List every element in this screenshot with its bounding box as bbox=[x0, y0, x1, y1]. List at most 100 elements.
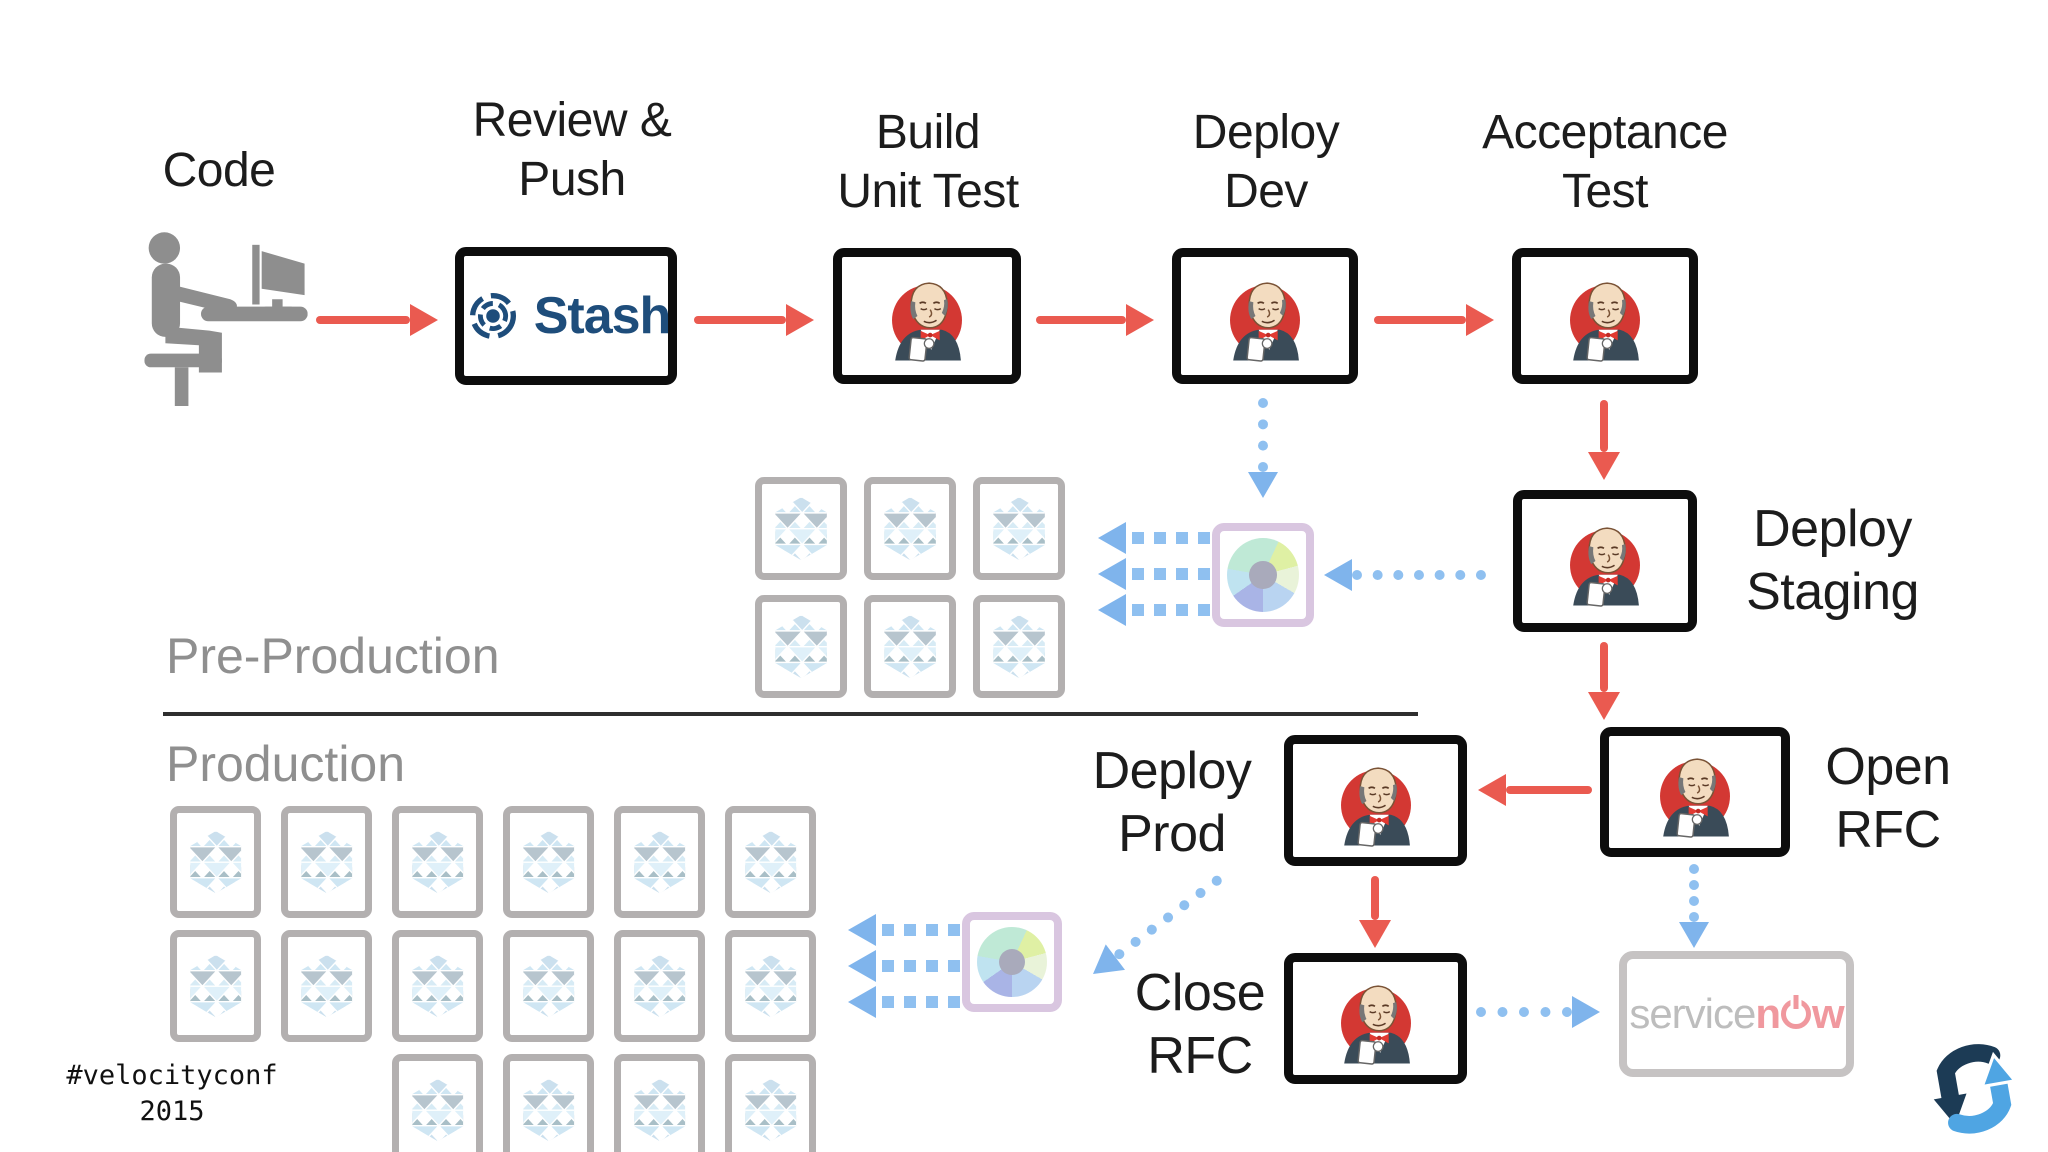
close-rfc-label: Close RFC bbox=[1060, 962, 1340, 1089]
arrow-preprod-disc-to-servers-2 bbox=[1098, 558, 1210, 590]
deploy-staging-line2: Staging bbox=[1746, 563, 1919, 622]
arrow-deploydev-to-acceptance bbox=[1374, 304, 1494, 336]
prod-server-node bbox=[503, 1054, 594, 1152]
server-hexagon-icon bbox=[632, 1072, 687, 1148]
deploy-dev-node bbox=[1172, 248, 1358, 384]
deploy-staging-line1: Deploy bbox=[1753, 500, 1912, 558]
servicenow-n-text: n bbox=[1755, 990, 1781, 1037]
prod-server-node bbox=[614, 1054, 705, 1152]
deploy-prod-line2: Prod bbox=[1118, 805, 1226, 864]
acceptance-line2: Test bbox=[1561, 164, 1649, 218]
preprod-server-node bbox=[973, 477, 1065, 580]
preprod-server-node bbox=[755, 595, 847, 698]
arrow-closerfc-to-servicenow bbox=[1476, 996, 1600, 1028]
server-hexagon-icon bbox=[521, 948, 576, 1024]
jenkins-icon bbox=[1212, 263, 1318, 369]
acceptance-line1: Acceptance bbox=[1482, 106, 1728, 159]
preprod-server-node bbox=[973, 595, 1065, 698]
prod-server-node bbox=[392, 1054, 483, 1152]
hashtag-line: #velocityconf bbox=[66, 1060, 278, 1091]
arrow-stash-to-build bbox=[694, 304, 814, 336]
prod-server-node bbox=[503, 930, 594, 1042]
code-label: Code bbox=[162, 144, 276, 197]
arrow-deploydev-to-preprod-disc bbox=[1246, 398, 1280, 498]
server-hexagon-icon bbox=[188, 824, 243, 900]
release-disc-icon bbox=[1227, 538, 1299, 612]
server-hexagon-icon bbox=[410, 948, 465, 1024]
deploy-dev-line2: Dev bbox=[1224, 164, 1308, 218]
open-rfc-label: Open RFC bbox=[1793, 736, 1983, 863]
server-hexagon-icon bbox=[882, 494, 938, 563]
prod-server-node bbox=[392, 806, 483, 918]
deploy-staging-node bbox=[1513, 490, 1697, 632]
prod-server-node bbox=[170, 806, 261, 918]
server-hexagon-icon bbox=[991, 494, 1047, 563]
prod-server-node bbox=[725, 806, 816, 918]
prod-server-node bbox=[170, 930, 261, 1042]
deploy-prod-line1: Deploy bbox=[1092, 742, 1252, 800]
release-disc-icon bbox=[977, 927, 1047, 997]
arrow-prod-disc-to-servers-3 bbox=[848, 986, 960, 1018]
arrow-preprod-disc-to-servers-3 bbox=[1098, 594, 1210, 626]
jenkins-icon bbox=[1552, 508, 1658, 614]
prod-server-node bbox=[725, 930, 816, 1042]
delivery-loop-logo bbox=[1922, 1030, 2026, 1146]
deploy-staging-label: Deploy Staging bbox=[1710, 498, 1955, 625]
prod-server-node bbox=[614, 806, 705, 918]
server-hexagon-icon bbox=[882, 612, 938, 681]
review-push-line1: Review & bbox=[472, 94, 672, 147]
close-rfc-line2: RFC bbox=[1147, 1027, 1253, 1086]
server-hexagon-icon bbox=[743, 824, 798, 900]
server-hexagon-icon bbox=[299, 948, 354, 1024]
server-hexagon-icon bbox=[410, 1072, 465, 1148]
year-line: 2015 bbox=[139, 1096, 205, 1128]
acceptance-test-node bbox=[1512, 248, 1698, 384]
preprod-server-node bbox=[864, 595, 956, 698]
arrow-openrfc-to-deployprod bbox=[1478, 774, 1592, 806]
arrow-build-to-deploydev bbox=[1036, 304, 1154, 336]
arrow-staging-to-preprod-disc bbox=[1324, 559, 1486, 591]
jenkins-icon bbox=[1323, 966, 1429, 1072]
stash-wordmark: Stash bbox=[533, 287, 672, 345]
preprod-server-node bbox=[864, 477, 956, 580]
arrow-preprod-disc-to-servers-1 bbox=[1098, 522, 1210, 554]
deploy-prod-label: Deploy Prod bbox=[1030, 740, 1314, 867]
jenkins-icon bbox=[1552, 263, 1658, 369]
prod-server-node bbox=[503, 806, 594, 918]
server-hexagon-icon bbox=[743, 948, 798, 1024]
stash-node: Stash bbox=[455, 247, 677, 385]
server-hexagon-icon bbox=[632, 948, 687, 1024]
developer-icon bbox=[140, 226, 308, 406]
build-line2: Unit Test bbox=[837, 164, 1019, 218]
open-rfc-line1: Open bbox=[1825, 738, 1951, 796]
server-hexagon-icon bbox=[991, 612, 1047, 681]
arrow-prod-disc-to-servers-2 bbox=[848, 950, 960, 982]
deploy-prod-node bbox=[1284, 735, 1467, 866]
arrow-acceptance-to-staging bbox=[1588, 400, 1620, 480]
open-rfc-line2: RFC bbox=[1835, 801, 1941, 860]
production-section-label: Production bbox=[166, 736, 406, 792]
jenkins-icon bbox=[1323, 748, 1429, 854]
prod-release-disc-icon bbox=[962, 912, 1062, 1012]
server-hexagon-icon bbox=[521, 1072, 576, 1148]
arrow-deployprod-to-closerfc bbox=[1359, 876, 1391, 948]
server-hexagon-icon bbox=[773, 612, 829, 681]
prod-server-node bbox=[281, 806, 372, 918]
jenkins-icon bbox=[1642, 739, 1748, 845]
server-hexagon-icon bbox=[410, 824, 465, 900]
build-unit-test-node bbox=[833, 248, 1021, 384]
servicenow-power-o-icon bbox=[1781, 999, 1812, 1029]
arrow-staging-to-openrfc bbox=[1588, 642, 1620, 720]
server-hexagon-icon bbox=[521, 824, 576, 900]
server-hexagon-icon bbox=[743, 1072, 798, 1148]
jenkins-icon bbox=[874, 263, 980, 369]
stash-logo: Stash bbox=[462, 285, 671, 347]
review-push-line2: Push bbox=[518, 152, 626, 206]
arrow-code-to-stash bbox=[316, 304, 438, 336]
open-rfc-node bbox=[1600, 727, 1790, 857]
close-rfc-node bbox=[1284, 953, 1467, 1084]
production-divider-line bbox=[163, 712, 1418, 716]
server-hexagon-icon bbox=[188, 948, 243, 1024]
